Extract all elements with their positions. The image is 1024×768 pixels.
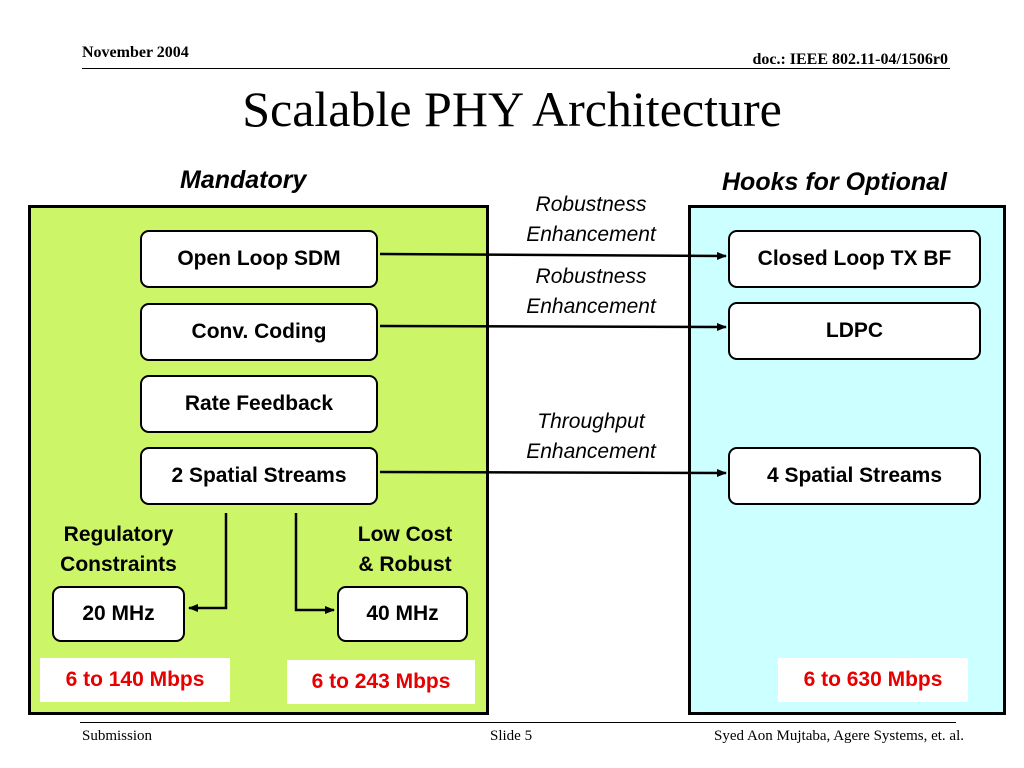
optional-heading: Hooks for Optional bbox=[722, 168, 947, 196]
header-date: November 2004 bbox=[82, 44, 189, 61]
label-lowcost-line2: & Robust bbox=[358, 553, 452, 576]
mandatory-heading: Mandatory bbox=[180, 166, 307, 194]
box-20-mhz: 20 MHz bbox=[52, 586, 185, 642]
box-2-spatial-streams: 2 Spatial Streams bbox=[140, 447, 378, 505]
label-robustness-1: Robustness Enhancement bbox=[496, 190, 686, 250]
header-rule bbox=[82, 68, 950, 69]
box-40-mhz: 40 MHz bbox=[337, 586, 468, 642]
rate-optional: 6 to 630 Mbps bbox=[778, 658, 968, 702]
label-robustness-2: Robustness Enhancement bbox=[496, 262, 686, 322]
header-doc-id: doc.: IEEE 802.11-04/1506r0 bbox=[752, 51, 948, 68]
label-throughput: Throughput Enhancement bbox=[496, 407, 686, 467]
label-low-cost-robust: Low Cost & Robust bbox=[325, 520, 485, 580]
footer-author: Syed Aon Mujtaba, Agere Systems, et. al. bbox=[714, 728, 964, 744]
label-regulatory-line1: Regulatory bbox=[63, 523, 174, 546]
label-robustness-1-line1: Robustness bbox=[535, 193, 647, 216]
arrow-to-40-mhz bbox=[294, 513, 335, 614]
arrow-2ss-to-4ss bbox=[379, 468, 727, 477]
box-conv-coding: Conv. Coding bbox=[140, 303, 378, 361]
label-throughput-line2: Enhancement bbox=[526, 440, 656, 463]
label-throughput-line1: Throughput bbox=[537, 410, 645, 433]
label-regulatory-line2: Constraints bbox=[60, 553, 177, 576]
box-ldpc: LDPC bbox=[728, 302, 981, 360]
arrow-sdm-to-closed-loop bbox=[379, 251, 727, 260]
label-lowcost-line1: Low Cost bbox=[357, 523, 453, 546]
arrow-to-20-mhz bbox=[188, 513, 228, 612]
footer-submission: Submission bbox=[82, 728, 153, 744]
box-4-spatial-streams: 4 Spatial Streams bbox=[728, 447, 981, 505]
box-open-loop-sdm: Open Loop SDM bbox=[140, 230, 378, 288]
label-regulatory-constraints: Regulatory Constraints bbox=[36, 520, 201, 580]
label-robustness-2-line1: Robustness bbox=[535, 265, 647, 288]
rate-40-mhz: 6 to 243 Mbps bbox=[287, 660, 475, 704]
label-robustness-2-line2: Enhancement bbox=[526, 295, 656, 318]
label-robustness-1-line2: Enhancement bbox=[526, 223, 656, 246]
slide-title: Scalable PHY Architecture bbox=[242, 81, 782, 137]
box-rate-feedback: Rate Feedback bbox=[140, 375, 378, 433]
footer-rule bbox=[80, 722, 956, 723]
arrow-conv-to-ldpc bbox=[379, 322, 727, 331]
rate-20-mhz: 6 to 140 Mbps bbox=[40, 658, 230, 702]
box-closed-loop-tx-bf: Closed Loop TX BF bbox=[728, 230, 981, 288]
footer-slide-number: Slide 5 bbox=[490, 728, 533, 744]
